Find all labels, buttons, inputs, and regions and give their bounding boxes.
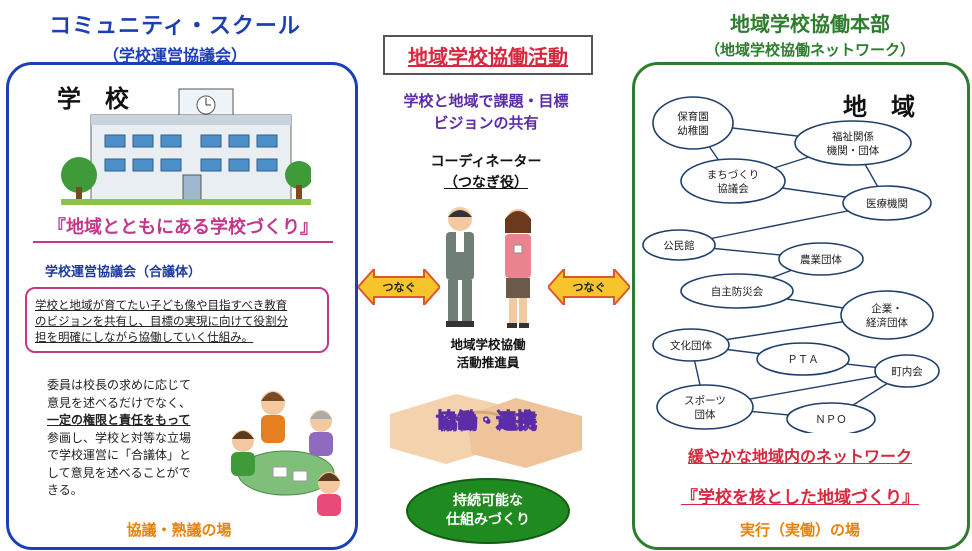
- network-node-label: ＮＰＯ: [815, 414, 847, 426]
- member-line: 委員は校長の求めに応じて: [47, 378, 192, 392]
- handshake-illustration: [390, 394, 582, 468]
- member-line: 一定の権限と責任をもって: [47, 413, 191, 427]
- network-node-agri: 農業団体: [778, 242, 864, 276]
- network-node-ellipse: [756, 342, 850, 376]
- school-heading: 学 校: [57, 85, 129, 113]
- sustainable-line: 仕組みづくり: [446, 512, 530, 528]
- sustainable-oval: 持続可能な 仕組みづくり: [406, 478, 570, 544]
- network-node-bousai: 自主防災会: [680, 273, 794, 309]
- shared-vision: 学校と地域で課題・目標 ビジョンの共有: [378, 90, 594, 134]
- network-node-ellipse: [840, 290, 934, 340]
- network-node-label: 保育園: [677, 110, 709, 123]
- network-caption: 緩やかな地域内のネットワーク: [687, 447, 912, 466]
- network-node-ellipse: [680, 158, 786, 204]
- network-node-ellipse: [656, 384, 754, 430]
- purpose-line: 担を明確にしながら協働していく仕組み。: [35, 330, 254, 344]
- network-node-ellipse: [778, 242, 864, 276]
- network-node-ellipse: [794, 120, 912, 166]
- arrow-left: [358, 269, 440, 305]
- coordinator-line: コーディネーター: [430, 154, 542, 170]
- school-panel: 学 校 『地域とともにある学校づくり』 学校運営協議会（合議体） 学校と地域が育…: [6, 62, 358, 550]
- network-node-business: 企業・経済団体: [840, 290, 934, 340]
- coordinators-illustration: [446, 207, 531, 328]
- network-node-pta: ＰＴＡ: [756, 342, 850, 376]
- network-node-label: 団体: [695, 409, 716, 421]
- network-node-label: 福祉関係: [832, 130, 874, 143]
- center-header-title: 地域学校協働活動: [408, 44, 568, 69]
- arrow-left-label: つなぐ: [382, 281, 416, 294]
- network-node-label: まちづくり: [707, 169, 760, 181]
- left-header-title: コミュニティ・スクール: [49, 14, 301, 39]
- network-node-medical: 医療機関: [842, 185, 932, 221]
- network-node-ellipse: [642, 229, 716, 261]
- network-node-ellipse: [842, 185, 932, 221]
- member-line: して意見を述べることがで: [47, 465, 191, 480]
- network-node-chonai: 町内会: [874, 354, 940, 388]
- network-node-label: 公民館: [663, 239, 695, 252]
- right-header-title: 地域学校協働本部: [730, 12, 890, 36]
- right-header-subtitle: （地域学校協働ネットワーク）: [704, 41, 915, 59]
- sustainable-line: 持続可能な: [453, 493, 523, 509]
- network-node-npo: ＮＰＯ: [786, 402, 876, 433]
- network-node-label: 文化団体: [670, 339, 712, 352]
- shared-vision-line: ビジョンの共有: [433, 114, 539, 132]
- member-line: 意見を述べるだけでなく、: [47, 395, 192, 410]
- network-node-ellipse: [874, 354, 940, 388]
- arrow-right: [548, 269, 630, 305]
- member-line: きる。: [47, 483, 83, 497]
- purpose-line: 学校と地域が育てたい子ども像や目指すべき教育: [35, 298, 288, 312]
- promoter-line: 活動推進員: [456, 355, 520, 370]
- coordinator: コーディネーター （つなぎ役）: [398, 152, 574, 194]
- school-building-illustration: [61, 88, 311, 205]
- network-node-label: 町内会: [891, 365, 923, 378]
- network-node-label: 医療機関: [866, 197, 908, 210]
- member-line: で学校運営に「合議体」と: [47, 448, 192, 462]
- network-node-label: ＰＴＡ: [787, 354, 819, 366]
- network-node-ellipse: [652, 96, 734, 150]
- school-footer: 協議・熟議の場: [126, 521, 232, 539]
- network-node-label: 幼稚園: [677, 124, 709, 137]
- network-node-culture: 文化団体: [652, 328, 730, 362]
- member-line: 参画し、学校と対等な立場: [47, 430, 192, 445]
- meeting-illustration: [231, 391, 341, 516]
- network-node-ellipse: [680, 273, 794, 309]
- network-node-kominkan: 公民館: [642, 229, 716, 261]
- promoter-line: 地域学校協働: [450, 337, 526, 352]
- community-panel: 地 域 保育園幼稚園福祉関係機関・団体まちづくり協議会医療機関公民館農業団体自主…: [632, 62, 970, 550]
- shared-vision-line: 学校と地域で課題・目標: [403, 92, 569, 110]
- network-node-label: 協議会: [717, 182, 749, 195]
- network-node-label: 経済団体: [866, 316, 908, 329]
- promoter: 地域学校協働 活動推進員: [418, 336, 558, 372]
- purpose-line: のビジョンを共有し、目標の実現に向けて役割分: [35, 314, 288, 328]
- center-header-box: 地域学校協働活動: [383, 35, 593, 75]
- community-slogan: 『学校を核とした地域づくり』: [681, 488, 919, 508]
- council-label: 学校運営協議会（合議体）: [45, 265, 202, 280]
- network-node-label: 機関・団体: [827, 144, 880, 157]
- right-header: 地域学校協働本部 （地域学校協働ネットワーク）: [660, 8, 960, 60]
- collaboration-label: 協働・連携: [436, 408, 537, 433]
- arrow-right-label: つなぐ: [572, 281, 606, 294]
- community-footer: 実行（実働）の場: [739, 521, 860, 539]
- member-text: 委員は校長の求めに応じて 意見を述べるだけでなく、 一定の権限と責任をもって 参…: [47, 377, 237, 500]
- coordinator-line: （つなぎ役）: [444, 175, 528, 191]
- school-slogan: 『地域とともにある学校づくり』: [33, 213, 333, 243]
- purpose-box: 学校と地域が育てたい子ども像や目指すべき教育 のビジョンを共有し、目標の実現に向…: [25, 287, 329, 353]
- network-node-label: スポーツ: [684, 395, 726, 407]
- network-node-label: 企業・: [871, 302, 903, 315]
- network-node-label: 自主防災会: [711, 285, 764, 298]
- network-node-label: 農業団体: [800, 253, 842, 266]
- left-header-subtitle: （学校運営協議会）: [102, 46, 247, 65]
- network-node-ellipse: [652, 328, 730, 362]
- left-header: コミュニティ・スクール （学校運営協議会）: [30, 8, 320, 66]
- community-network: 保育園幼稚園福祉関係機関・団体まちづくり協議会医療機関公民館農業団体自主防災会企…: [642, 96, 940, 433]
- community-heading: 地 域: [843, 93, 915, 121]
- network-node-ellipse: [786, 402, 876, 433]
